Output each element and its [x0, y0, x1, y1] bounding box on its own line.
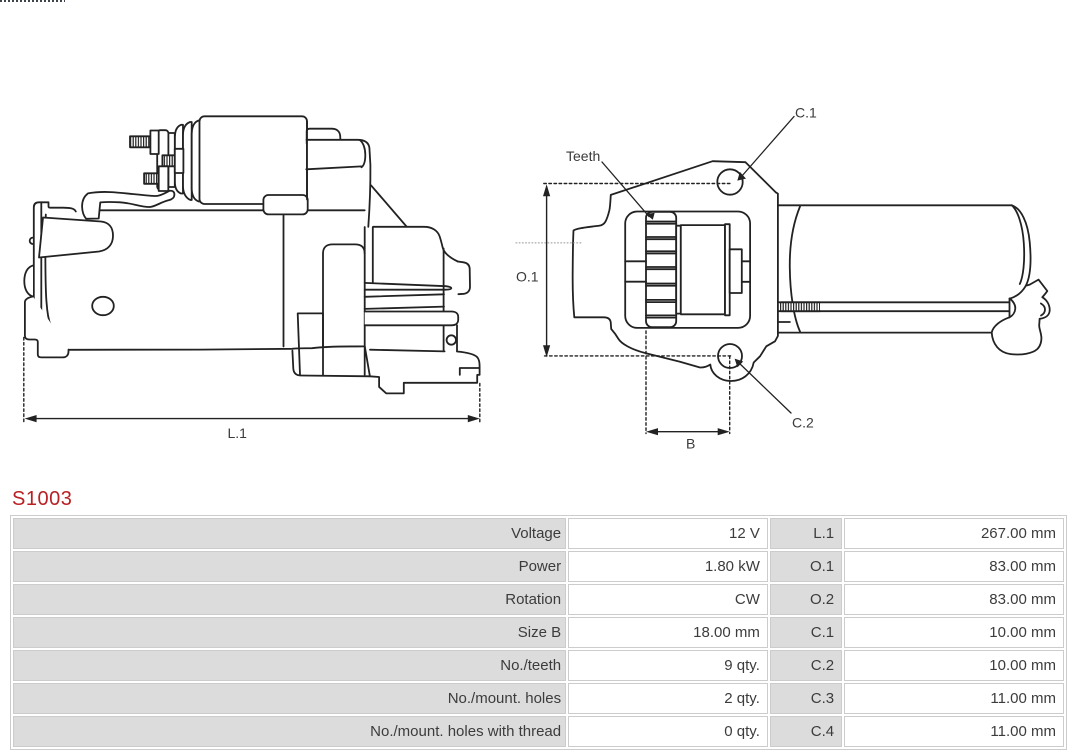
svg-text:L.1: L.1	[228, 425, 248, 441]
svg-text:Teeth: Teeth	[566, 148, 600, 164]
svg-text:B: B	[686, 436, 695, 452]
svg-text:C.2: C.2	[792, 415, 814, 431]
svg-text:C.1: C.1	[795, 105, 817, 121]
svg-text:O.1: O.1	[516, 269, 539, 285]
